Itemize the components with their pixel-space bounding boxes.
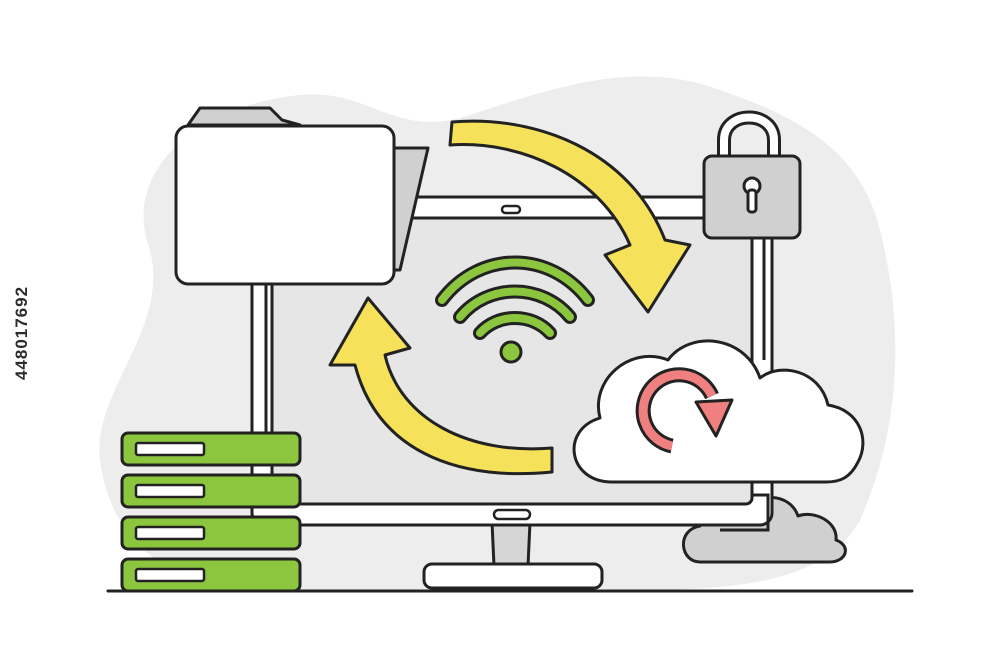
server-unit — [120, 515, 302, 551]
stock-id-text: 448017692 — [12, 285, 31, 381]
arrow-top — [448, 119, 692, 314]
arrow-bottom — [328, 296, 554, 476]
server-stack-icon — [120, 431, 302, 593]
sync-arrows-icon — [328, 119, 692, 476]
wifi-icon — [435, 255, 595, 364]
server-unit — [120, 431, 302, 467]
lock-icon — [702, 110, 802, 240]
monitor-stand — [422, 520, 604, 590]
server-unit — [120, 557, 302, 593]
cloud-sync-icon — [572, 339, 865, 484]
folder-pole — [250, 284, 268, 432]
sync-arrowhead — [694, 398, 734, 438]
lock-pole — [750, 238, 766, 360]
folder-icon — [174, 106, 430, 286]
connector-line — [720, 493, 770, 532]
server-unit — [120, 473, 302, 509]
